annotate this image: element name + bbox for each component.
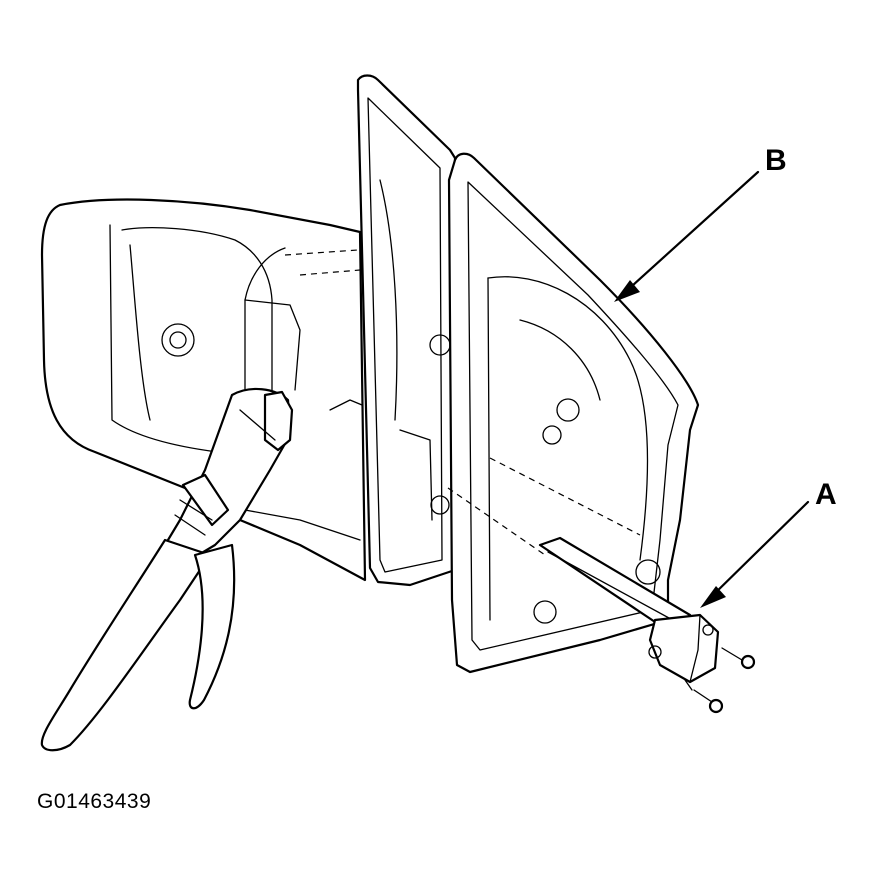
cover-b — [447, 152, 700, 674]
leader-line-b — [620, 170, 760, 297]
screw-lower — [693, 689, 713, 703]
leader-line-a — [706, 500, 810, 602]
pliers-tool — [40, 387, 294, 752]
mirror-housing — [40, 198, 367, 582]
arrowhead-a — [700, 586, 726, 608]
mirror-base — [356, 74, 457, 587]
arrowhead-b — [614, 280, 640, 302]
leader-lines — [614, 170, 810, 608]
figure-id: G01463439 — [37, 790, 152, 813]
screw-upper — [721, 647, 743, 661]
mirror-actuator-a — [538, 536, 720, 691]
screws — [693, 647, 756, 714]
callout-label-b: B — [765, 144, 787, 177]
callout-label-a: A — [815, 478, 837, 511]
